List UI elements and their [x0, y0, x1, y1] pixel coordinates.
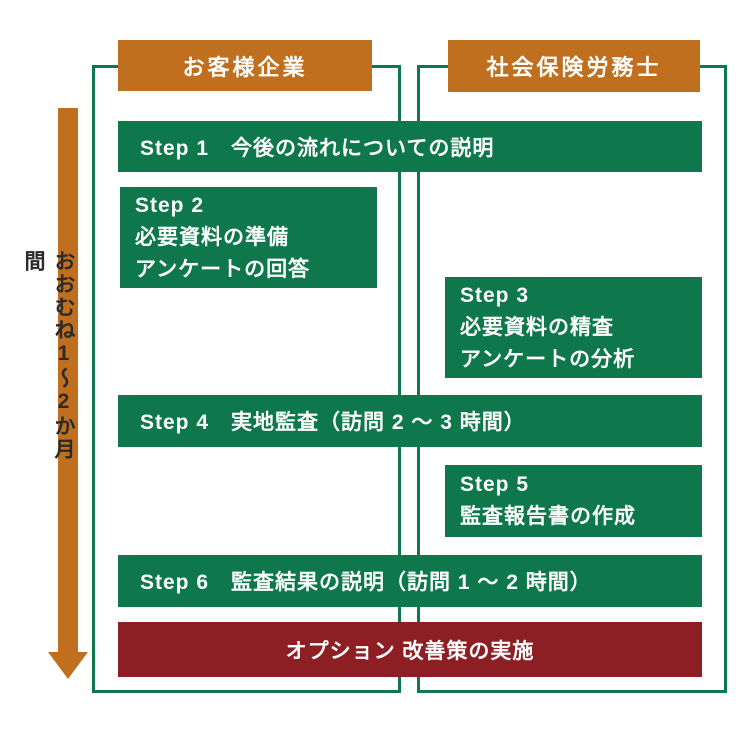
column-header-customer: お客様企業: [118, 40, 372, 91]
step2-box: Step 2 必要資料の準備 アンケートの回答: [120, 187, 377, 288]
timeline-duration-label: おおむね1～2か月間: [22, 250, 75, 461]
step6-box: Step 6 監査結果の説明（訪問 1 ～ 2 時間）: [118, 555, 702, 607]
step5-line-1: 監査報告書の作成: [460, 505, 636, 528]
step5-line-title: Step 5: [460, 473, 530, 496]
timeline-arrow-body: [58, 108, 78, 654]
column-header-consultant: 社会保険労務士: [448, 40, 700, 92]
step3-line-2: アンケートの分析: [460, 347, 636, 371]
step3-box: Step 3 必要資料の精査 アンケートの分析: [445, 277, 702, 378]
option-box: オプション 改善策の実施: [118, 622, 702, 677]
step2-line-1: 必要資料の準備: [135, 225, 289, 249]
step2-line-2: アンケートの回答: [135, 257, 311, 281]
down-arrow-icon: [48, 652, 88, 679]
step3-line-title: Step 3: [460, 283, 530, 307]
step3-line-1: 必要資料の精査: [460, 315, 614, 339]
step2-line-title: Step 2: [135, 193, 205, 217]
step4-box: Step 4 実地監査（訪問 2 ～ 3 時間）: [118, 395, 702, 447]
step1-box: Step 1 今後の流れについての説明: [118, 121, 702, 172]
step5-box: Step 5 監査報告書の作成: [445, 465, 702, 537]
